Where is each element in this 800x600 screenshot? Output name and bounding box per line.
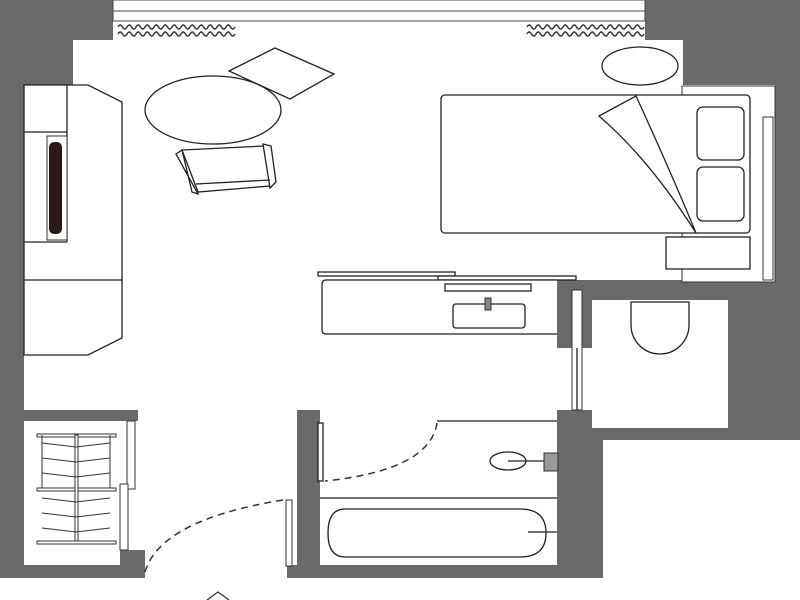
curtain-icon — [117, 24, 645, 37]
entrance-arrow-icon — [206, 591, 230, 600]
toilet-icon — [630, 301, 690, 355]
tv-icon — [49, 142, 62, 234]
bathroom-door-swing — [324, 422, 438, 482]
wardrobe-pole — [74, 434, 79, 542]
bed-icon — [440, 85, 776, 283]
armchair-icon — [175, 143, 277, 196]
round-table-icon — [144, 75, 282, 145]
closet-door-jamb — [120, 550, 138, 578]
nightstand — [665, 236, 751, 270]
vanity-shelf — [317, 271, 456, 277]
hanger — [41, 512, 111, 518]
curtain-wave — [117, 31, 236, 37]
wardrobe-door[interactable] — [126, 420, 136, 490]
pillow-icon — [696, 106, 745, 161]
curtain-wave — [117, 24, 236, 30]
bathtub-icon — [327, 508, 547, 558]
round-side-table-icon — [601, 46, 679, 86]
closet-top-wall — [24, 410, 138, 421]
curtain-wave — [526, 24, 645, 30]
entry-door[interactable] — [285, 499, 293, 567]
tv-cabinet — [23, 84, 123, 356]
window — [112, 0, 646, 22]
hanger — [41, 527, 111, 533]
entry-door-swing — [144, 499, 284, 573]
wardrobe-door[interactable] — [119, 483, 129, 551]
right-wall — [557, 0, 800, 440]
hanger — [41, 442, 111, 448]
hanger — [41, 457, 111, 463]
wardrobe-icon — [36, 433, 117, 545]
pillow-icon — [696, 166, 745, 222]
hanger — [41, 497, 111, 503]
hanger — [41, 472, 111, 478]
curtain-wave — [526, 31, 645, 37]
shower-icon — [489, 451, 559, 472]
left-wall — [0, 0, 145, 578]
sink-icon — [452, 297, 526, 329]
side-table-icon — [227, 47, 336, 100]
